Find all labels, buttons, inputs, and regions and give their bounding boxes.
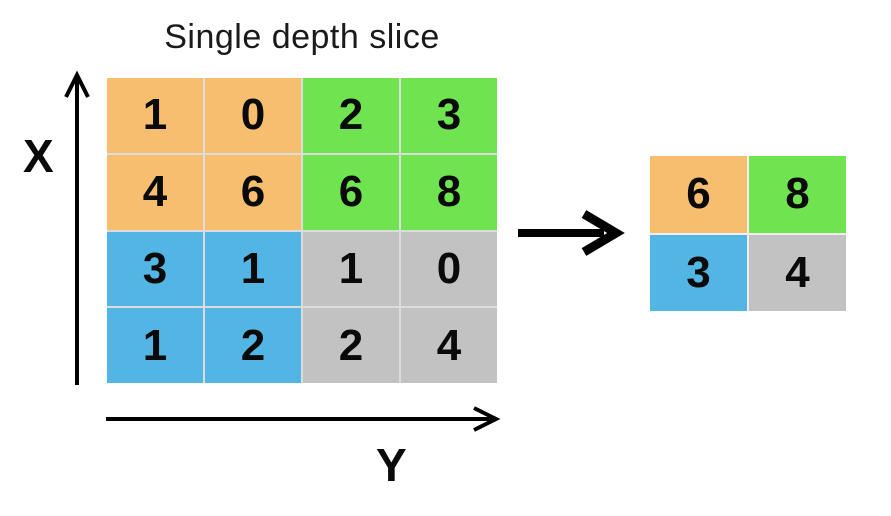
output-grid-cell: 6	[650, 156, 747, 233]
input-grid-cell: 1	[303, 231, 399, 307]
input-grid-cell: 0	[401, 231, 497, 307]
input-grid-cell: 3	[107, 231, 203, 307]
input-grid-cell: 8	[401, 154, 497, 230]
y-axis-label: Y	[376, 439, 407, 491]
y-axis-arrow	[106, 406, 501, 432]
diagram-title: Single depth slice	[164, 18, 440, 56]
output-grid: 6 8 3 4	[650, 156, 846, 311]
x-axis-arrow	[64, 70, 90, 385]
input-grid-cell: 4	[401, 308, 497, 383]
input-grid-cell: 1	[107, 78, 203, 153]
output-grid-cell: 4	[749, 234, 846, 311]
output-grid-cell: 3	[650, 234, 747, 311]
input-grid-cell: 6	[205, 154, 301, 230]
input-grid-cell: 2	[303, 78, 399, 153]
input-grid-cell: 3	[401, 78, 497, 153]
transform-arrow	[518, 210, 625, 256]
input-grid-cell: 2	[205, 308, 301, 383]
input-grid: 1 0 2 3 4 6 6 8 3 1 1 0 1 2 2 4	[107, 78, 497, 383]
input-grid-cell: 6	[303, 154, 399, 230]
input-grid-cell: 1	[107, 308, 203, 383]
input-grid-cell: 1	[205, 231, 301, 307]
input-grid-cell: 2	[303, 308, 399, 383]
input-grid-cell: 4	[107, 154, 203, 230]
output-grid-cell: 8	[749, 156, 846, 233]
input-grid-cell: 0	[205, 78, 301, 153]
x-axis-label: X	[23, 130, 54, 182]
